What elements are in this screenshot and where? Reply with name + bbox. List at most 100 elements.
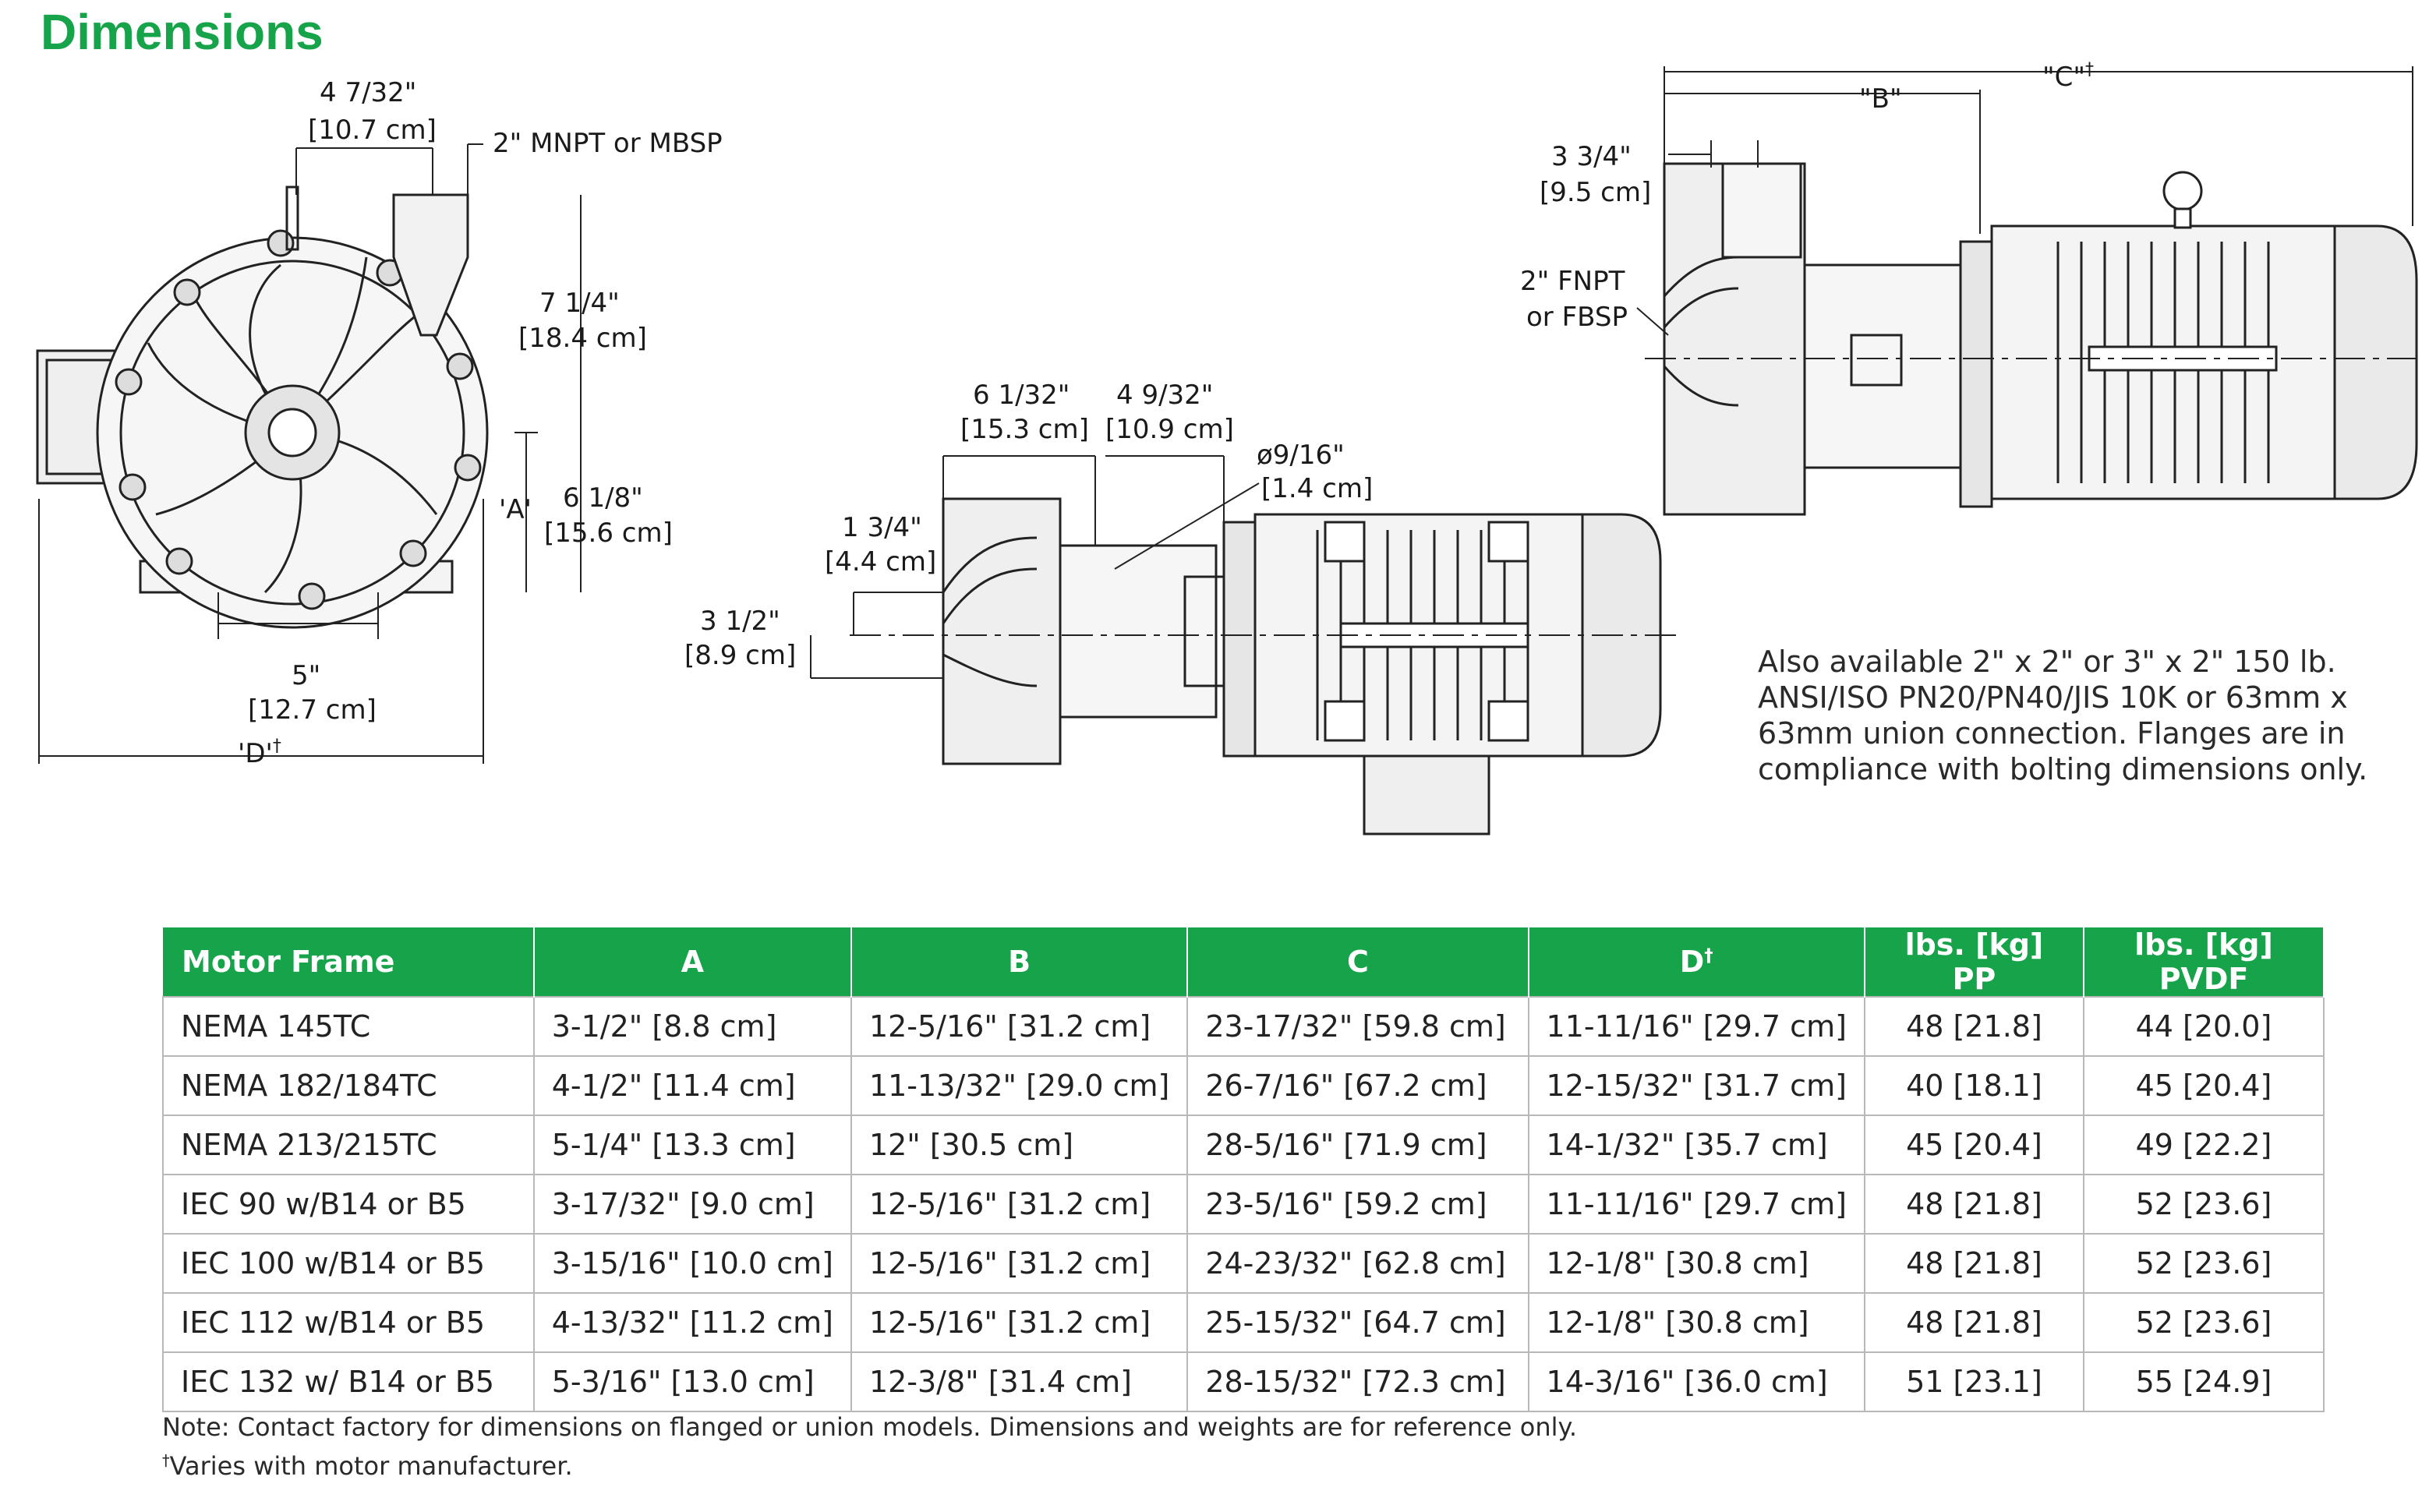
cell-motor-frame: IEC 112 w/B14 or B5 — [162, 1292, 535, 1353]
cell-d: 12-1/8" [30.8 cm] — [1527, 1233, 1865, 1294]
cell-c: 25-15/32" [64.7 cm] — [1186, 1292, 1529, 1353]
cell-weight-pp: 48 [21.8] — [1863, 996, 2084, 1057]
cell-motor-frame: IEC 90 w/B14 or B5 — [162, 1174, 535, 1235]
cell-b: 11-13/32" [29.0 cm] — [850, 1055, 1189, 1116]
cell-a: 3-17/32" [9.0 cm] — [532, 1174, 852, 1235]
label-outlet: 2" MNPT or MBSP — [493, 128, 723, 159]
table-row: NEMA 182/184TC 4-1/2" [11.4 cm] 11-13/32… — [162, 1055, 2325, 1116]
cell-weight-pvdf: 49 [22.2] — [2082, 1115, 2325, 1175]
cell-c: 26-7/16" [67.2 cm] — [1186, 1055, 1529, 1116]
label-inlet2: or FBSP — [1526, 302, 1628, 333]
cell-weight-pvdf: 52 [23.6] — [2082, 1174, 2325, 1235]
label-b: "B" — [1859, 83, 1902, 115]
col-header-b: B — [850, 927, 1189, 997]
label-side-hole: ø9/16" — [1257, 440, 1345, 471]
cell-d: 12-15/32" [31.7 cm] — [1527, 1055, 1865, 1116]
cell-weight-pp: 48 [21.8] — [1863, 1233, 2084, 1294]
table-row: IEC 132 w/ B14 or B5 5-3/16" [13.0 cm] 1… — [162, 1351, 2325, 1412]
top-view-dimensions — [1636, 66, 2413, 336]
label-side-dim1: 6 1/32" — [973, 380, 1070, 411]
cell-weight-pp: 48 [21.8] — [1863, 1292, 2084, 1353]
table-header-row: Motor Frame A B C D† lbs. [kg] PP lbs. [… — [163, 927, 2325, 997]
table-row: IEC 112 w/B14 or B5 4-13/32" [11.2 cm] 1… — [162, 1292, 2325, 1353]
cell-b: 12-5/16" [31.2 cm] — [850, 996, 1189, 1057]
cell-weight-pvdf: 52 [23.6] — [2082, 1292, 2325, 1353]
front-view-dimensions — [38, 143, 582, 764]
top-view-drawing — [1645, 162, 2418, 516]
label-side-hole-cm: [1.4 cm] — [1261, 473, 1373, 504]
label-d: 'D'† — [238, 737, 281, 769]
cell-c: 28-15/32" [72.3 cm] — [1186, 1351, 1529, 1412]
label-inlet1: 2" FNPT — [1520, 266, 1625, 297]
table-row: NEMA 213/215TC 5-1/4" [13.3 cm] 12" [30.… — [162, 1115, 2325, 1175]
front-view-labels: 4 7/32" [10.7 cm] 2" MNPT or MBSP 7 1/4"… — [238, 77, 723, 769]
cell-c: 28-5/16" [71.9 cm] — [1186, 1115, 1529, 1175]
label-side-dim2-cm: [10.9 cm] — [1105, 414, 1234, 445]
label-height-outlet: 7 1/4" — [539, 288, 620, 319]
dimensions-table: Motor Frame A B C D† lbs. [kg] PP lbs. [… — [162, 927, 2325, 1412]
cell-weight-pvdf: 44 [20.0] — [2082, 996, 2325, 1057]
label-top-width-cm: [10.7 cm] — [308, 115, 437, 146]
cell-weight-pvdf: 52 [23.6] — [2082, 1233, 2325, 1294]
cell-weight-pp: 48 [21.8] — [1863, 1174, 2084, 1235]
cell-motor-frame: NEMA 213/215TC — [162, 1115, 535, 1175]
cell-d: 11-11/16" [29.7 cm] — [1527, 1174, 1865, 1235]
label-a: 'A' — [499, 494, 532, 525]
label-top-width: 4 7/32" — [320, 77, 416, 108]
col-header-d: D† — [1528, 927, 1865, 997]
cell-d: 11-11/16" [29.7 cm] — [1527, 996, 1865, 1057]
cell-a: 5-3/16" [13.0 cm] — [532, 1351, 852, 1412]
dimension-drawings: 4 7/32" [10.7 cm] 2" MNPT or MBSP 7 1/4"… — [36, 60, 2418, 835]
cell-a: 4-1/2" [11.4 cm] — [532, 1055, 852, 1116]
label-side-dim1-cm: [15.3 cm] — [960, 414, 1089, 445]
side-view-dimensions — [810, 455, 1260, 679]
footnote-dagger: †Varies with motor manufacturer. — [162, 1451, 573, 1481]
label-side-dim3: 1 3/4" — [842, 512, 922, 543]
label-base-width: 5" — [292, 660, 320, 691]
availability-note: Also available 2" x 2" or 3" x 2" 150 lb… — [1758, 645, 2368, 786]
cell-b: 12-5/16" [31.2 cm] — [850, 1174, 1189, 1235]
cell-motor-frame: IEC 132 w/ B14 or B5 — [162, 1351, 535, 1412]
footnote-reference: Note: Contact factory for dimensions on … — [162, 1412, 1578, 1442]
cell-weight-pvdf: 55 [24.9] — [2082, 1351, 2325, 1412]
table-row: NEMA 145TC 3-1/2" [8.8 cm] 12-5/16" [31.… — [162, 996, 2325, 1057]
cell-b: 12" [30.5 cm] — [850, 1115, 1189, 1175]
cell-motor-frame: NEMA 145TC — [162, 996, 535, 1057]
cell-c: 23-17/32" [59.8 cm] — [1186, 996, 1529, 1057]
label-side-dim3-cm: [4.4 cm] — [825, 546, 936, 578]
cell-weight-pvdf: 45 [20.4] — [2082, 1055, 2325, 1116]
cell-d: 12-1/8" [30.8 cm] — [1527, 1292, 1865, 1353]
col-header-a: A — [533, 927, 852, 997]
cell-d: 14-3/16" [36.0 cm] — [1527, 1351, 1865, 1412]
label-side-dim4-cm: [8.9 cm] — [684, 640, 796, 671]
cell-weight-pp: 51 [23.1] — [1863, 1351, 2084, 1412]
cell-motor-frame: NEMA 182/184TC — [162, 1055, 535, 1116]
label-side-dim4: 3 1/2" — [700, 606, 780, 637]
label-inlet-offset: 3 3/4" — [1551, 141, 1632, 172]
page-title: Dimensions — [41, 4, 324, 60]
label-side-dim2: 4 9/32" — [1116, 380, 1213, 411]
front-view-drawing — [36, 185, 489, 629]
col-header-weight-pp: lbs. [kg] PP — [1864, 927, 2084, 997]
side-view-labels: 6 1/32" [15.3 cm] 4 9/32" [10.9 cm] ø9/1… — [684, 380, 1373, 671]
cell-c: 23-5/16" [59.2 cm] — [1186, 1174, 1529, 1235]
cell-a: 3-1/2" [8.8 cm] — [532, 996, 852, 1057]
label-center-height: 6 1/8" — [563, 482, 643, 514]
cell-a: 3-15/16" [10.0 cm] — [532, 1233, 852, 1294]
cell-weight-pp: 40 [18.1] — [1863, 1055, 2084, 1116]
col-header-weight-pvdf: lbs. [kg] PVDF — [2083, 927, 2325, 997]
cell-b: 12-5/16" [31.2 cm] — [850, 1233, 1189, 1294]
cell-weight-pp: 45 [20.4] — [1863, 1115, 2084, 1175]
cell-c: 24-23/32" [62.8 cm] — [1186, 1233, 1529, 1294]
cell-a: 5-1/4" [13.3 cm] — [532, 1115, 852, 1175]
table-row: IEC 90 w/B14 or B5 3-17/32" [9.0 cm] 12-… — [162, 1174, 2325, 1235]
label-inlet-offset-cm: [9.5 cm] — [1540, 177, 1651, 208]
label-base-width-cm: [12.7 cm] — [248, 694, 377, 726]
table-row: IEC 100 w/B14 or B5 3-15/16" [10.0 cm] 1… — [162, 1233, 2325, 1294]
side-view-drawing — [850, 497, 1684, 835]
cell-motor-frame: IEC 100 w/B14 or B5 — [162, 1233, 535, 1294]
cell-a: 4-13/32" [11.2 cm] — [532, 1292, 852, 1353]
label-center-height-cm: [15.6 cm] — [544, 518, 673, 549]
top-view-labels: "C"† "B" 3 3/4" [9.5 cm] 2" FNPT or FBSP — [1520, 60, 2094, 333]
cell-b: 12-5/16" [31.2 cm] — [850, 1292, 1189, 1353]
